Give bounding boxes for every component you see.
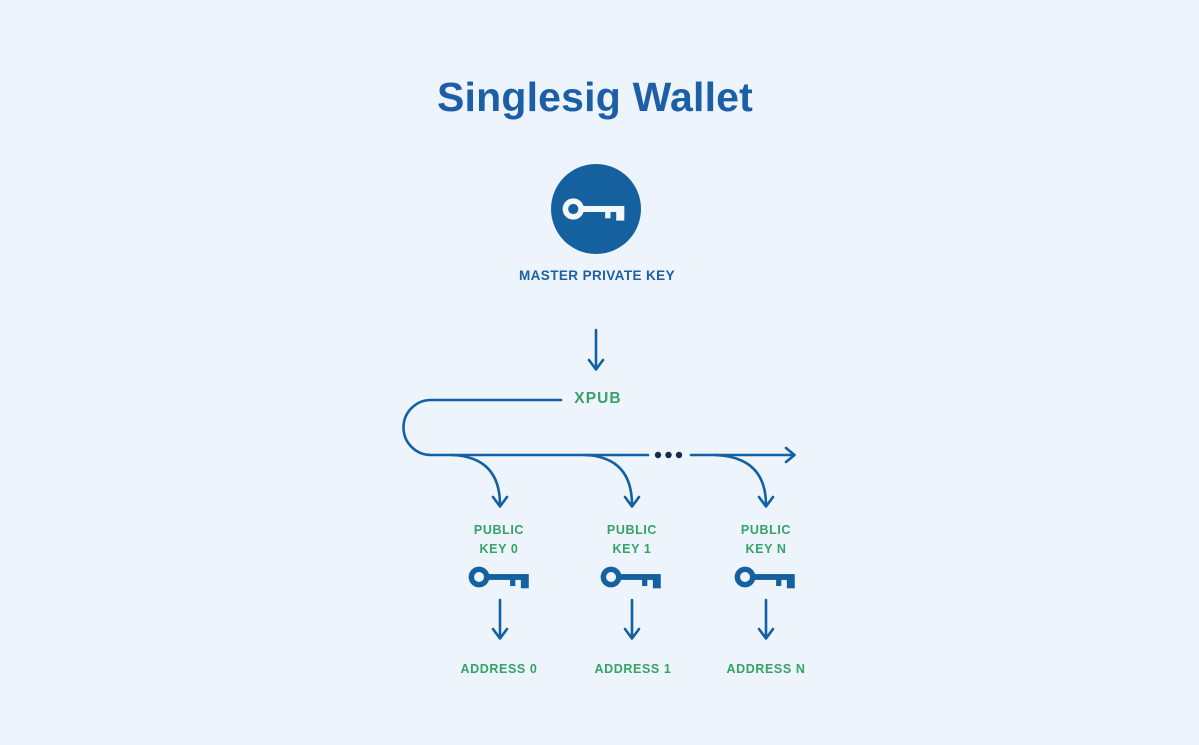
public-key-n-label-line1: PUBLIC bbox=[740, 523, 792, 537]
branch-curve-0 bbox=[450, 453, 509, 508]
public-key-1-label-line1: PUBLIC bbox=[606, 523, 658, 537]
xpub-label: XPUB bbox=[574, 390, 622, 407]
arrow-key1-to-address1 bbox=[623, 598, 641, 640]
arrow-key0-to-address0 bbox=[491, 598, 509, 640]
public-key-n-label-line2: KEY N bbox=[745, 541, 787, 556]
public-key-n-icon bbox=[737, 569, 794, 588]
public-key-0-icon bbox=[471, 569, 528, 588]
public-key-0-label-line2: KEY 0 bbox=[479, 541, 519, 556]
arrow-keyn-to-addressn bbox=[757, 598, 775, 640]
public-key-1-label-line2: KEY 1 bbox=[612, 541, 652, 556]
xpub-loop-line bbox=[402, 398, 650, 457]
address-0-label: ADDRESS 0 bbox=[460, 662, 538, 676]
public-key-1-label: PUBLIC KEY 1 bbox=[607, 521, 657, 558]
master-private-key-label: MASTER PRIVATE KEY bbox=[519, 268, 675, 283]
branch-curve-1 bbox=[583, 453, 641, 508]
ellipsis-dots bbox=[654, 451, 683, 459]
connector-lines bbox=[402, 328, 796, 640]
public-key-0-label-line1: PUBLIC bbox=[473, 523, 525, 537]
arrow-master-to-xpub bbox=[587, 328, 605, 371]
address-1-label: ADDRESS 1 bbox=[594, 662, 672, 676]
public-key-0-label: PUBLIC KEY 0 bbox=[474, 521, 524, 558]
public-key-icons bbox=[471, 569, 794, 588]
branch-curve-n bbox=[713, 453, 775, 508]
public-key-1-icon bbox=[603, 569, 660, 588]
xpub-line-after-dots-arrow bbox=[689, 446, 796, 464]
public-key-n-label: PUBLIC KEY N bbox=[741, 521, 791, 558]
address-n-label: ADDRESS N bbox=[726, 662, 806, 676]
diagram-title: Singlesig Wallet bbox=[436, 74, 754, 120]
